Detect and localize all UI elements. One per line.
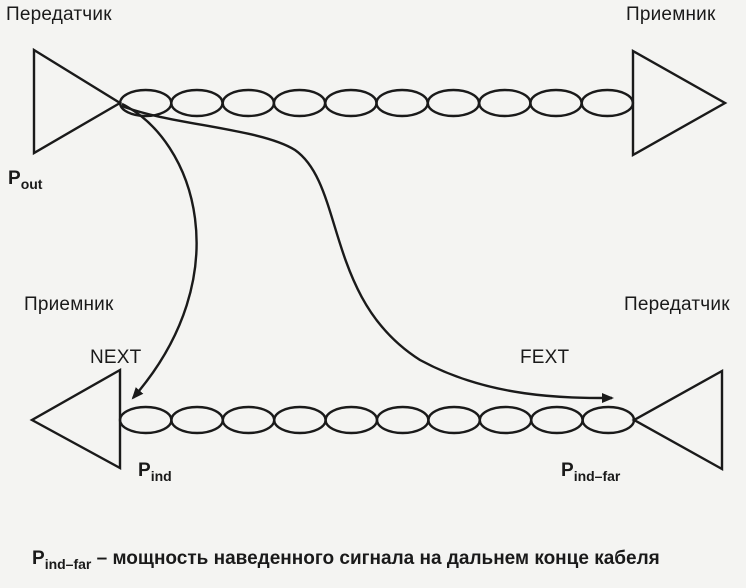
twist-segment — [529, 88, 583, 118]
top-transmitter-label: Передатчик — [6, 4, 112, 25]
twist-segment — [427, 405, 481, 435]
fext-label: FEXT — [520, 347, 570, 368]
p-ind-far-main: P — [561, 460, 574, 481]
twist-segment — [478, 405, 533, 435]
bottom-twisted-pair — [118, 405, 636, 435]
bottom-transmitter-triangle — [631, 368, 724, 472]
twist-segment — [324, 88, 378, 118]
twist-segment — [581, 405, 636, 435]
p-out-sub: out — [20, 176, 43, 192]
p-ind-sub: ind — [150, 468, 172, 484]
top-receiver-triangle — [631, 48, 728, 158]
twist-segment — [272, 405, 327, 435]
twist-segment — [272, 88, 327, 118]
twist-segment — [118, 88, 173, 118]
bottom-receiver-label: Приемник — [24, 294, 114, 315]
next-coupling-arrow — [121, 102, 198, 400]
caption-symbol-main: P — [32, 548, 45, 569]
twist-segment — [170, 405, 225, 435]
twist-segment — [477, 88, 532, 118]
caption-text: – мощность наведенного сигнала на дальне… — [91, 548, 660, 569]
twist-segment — [375, 88, 429, 118]
next-label: NEXT — [90, 347, 142, 368]
bottom-transmitter-label: Передатчик — [624, 294, 730, 315]
bottom-receiver-triangle — [29, 367, 122, 471]
caption-symbol-sub: ind–far — [44, 556, 92, 572]
caption: Pind–far – мощность наведенного сигнала … — [32, 548, 660, 572]
twist-segment — [221, 405, 276, 435]
twist-segment — [118, 405, 173, 435]
twist-segment — [426, 88, 481, 118]
twist-segment — [530, 405, 584, 435]
p-out-symbol: Pout — [8, 168, 43, 192]
p-ind-far-sub: ind–far — [573, 468, 621, 484]
twist-segment — [170, 88, 224, 118]
top-transmitter-triangle — [32, 47, 123, 156]
twist-segment — [580, 88, 635, 118]
p-ind-far-symbol: Pind–far — [561, 460, 621, 484]
p-out-main: P — [8, 168, 21, 189]
twist-segment — [324, 405, 379, 435]
p-ind-main: P — [138, 460, 151, 481]
twist-segment — [221, 88, 276, 118]
twist-segment — [375, 405, 430, 435]
top-receiver-label: Приемник — [626, 4, 716, 25]
fext-coupling-arrow — [121, 104, 614, 403]
top-twisted-pair — [118, 88, 635, 118]
p-ind-symbol: Pind — [138, 460, 172, 484]
